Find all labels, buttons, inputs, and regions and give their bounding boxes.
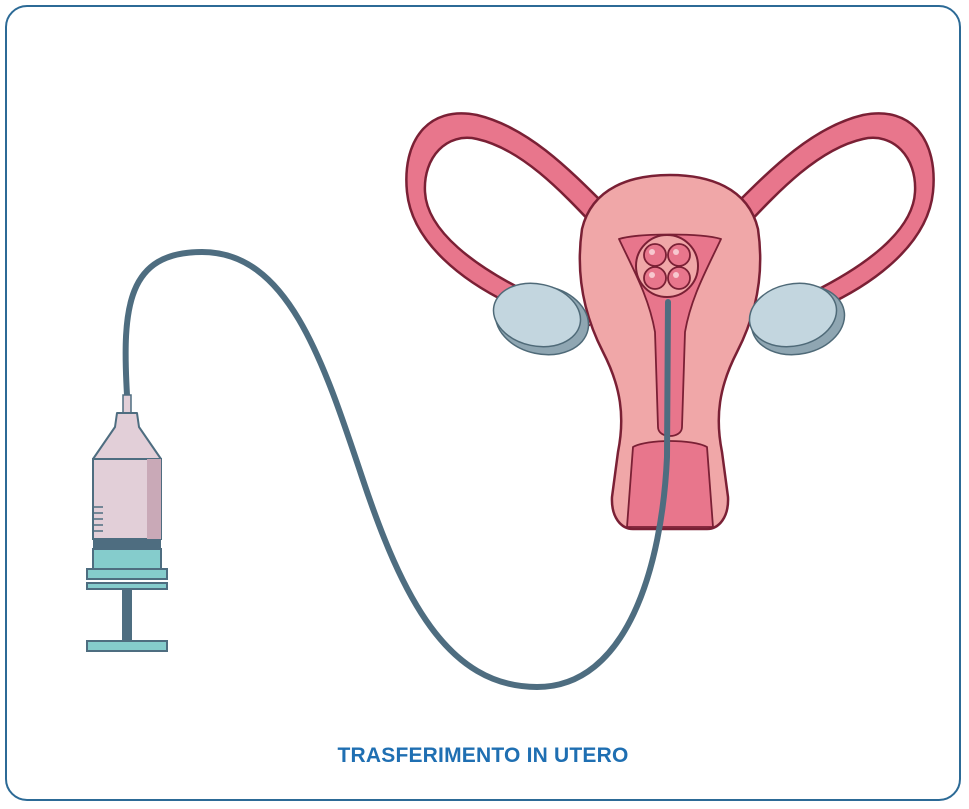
diagram-frame: TRASFERIMENTO IN UTERO — [5, 5, 961, 801]
embryo-cluster — [636, 235, 698, 297]
syringe — [87, 395, 167, 651]
diagram-caption: TRASFERIMENTO IN UTERO — [7, 744, 959, 768]
embryo-transfer-illustration — [7, 7, 961, 801]
